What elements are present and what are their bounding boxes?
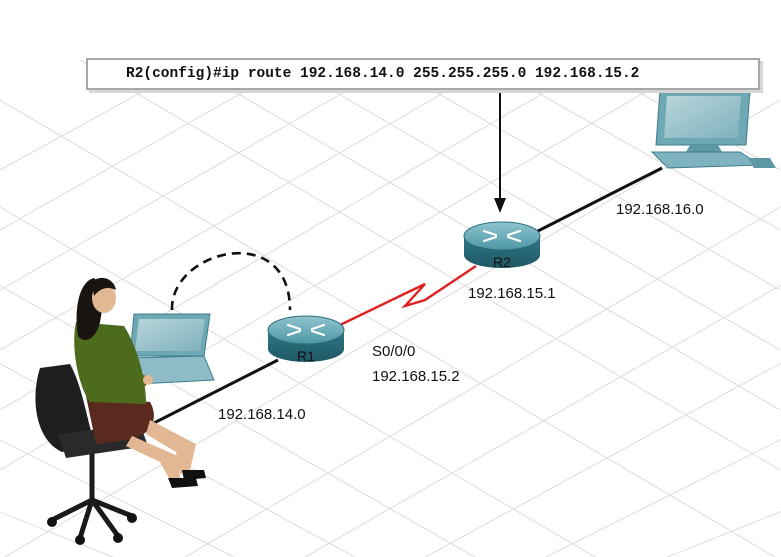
lan-r2-network-label: 192.168.16.0 (616, 201, 704, 218)
serial-link (339, 265, 477, 327)
command-box: R2(config)#ip route 192.168.14.0 255.255… (86, 58, 760, 90)
router-label: R2 (493, 254, 511, 270)
router-label: R1 (297, 348, 315, 364)
lan-link-r2 (535, 166, 663, 234)
lan-r1-network-label: 192.168.14.0 (218, 406, 306, 423)
router-r2: R2 (463, 221, 541, 270)
r2-serial-ip-label: 192.168.15.1 (468, 285, 556, 302)
r1-interface-label: S0/0/0 (372, 343, 416, 360)
user-person-icon (35, 277, 206, 545)
console-cable (170, 251, 292, 311)
command-arrow (494, 92, 506, 213)
router-arrows-icon (482, 229, 522, 243)
lan-link-r1 (149, 358, 279, 427)
cli-command-text: R2(config)#ip route 192.168.14.0 255.255… (126, 66, 640, 82)
router-r1: R1 (267, 315, 345, 364)
r1-serial-ip-label: 192.168.15.2 (372, 368, 460, 385)
desktop-pc-icon (650, 89, 776, 169)
router-arrows-icon (286, 323, 326, 337)
